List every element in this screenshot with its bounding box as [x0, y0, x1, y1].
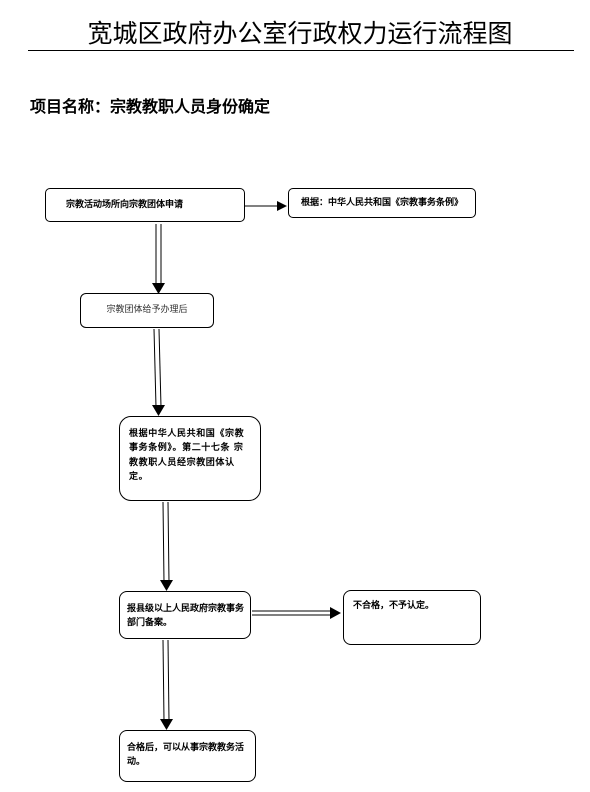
arrow-step4-to-step5	[160, 639, 173, 730]
project-heading: 项目名称：宗教教职人员身份确定	[30, 93, 270, 117]
project-label: 项目名称：	[30, 97, 111, 116]
project-name: 宗教教职人员身份确定	[110, 97, 271, 116]
step-religious-group-processing: 宗教团体给予办理后	[80, 293, 214, 328]
arrow-step3-to-step4	[160, 501, 173, 591]
step-approved: 合格后，可以从事宗教教务活动。	[119, 730, 256, 782]
arrow-step2-to-step3	[152, 328, 165, 416]
title-divider	[28, 50, 574, 51]
step-identification: 根据中华人民共和国《宗教事务条例》。第二十七条 宗教教职人员经宗教团体认定。	[119, 416, 261, 501]
page-title: 宽城区政府办公室行政权力运行流程图	[87, 19, 513, 48]
arrow-step4-to-reject	[252, 607, 341, 619]
step-application: 宗教活动场所向宗教团体申请	[45, 188, 245, 222]
step-filing: 报县级以上人民政府宗教事务部门备案。	[119, 591, 251, 639]
legal-basis-box: 根据：中华人民共和国《宗教事务条例》	[288, 188, 476, 218]
arrow-step1-to-step2	[152, 224, 165, 294]
reject-box: 不合格，不予认定。	[343, 590, 481, 645]
